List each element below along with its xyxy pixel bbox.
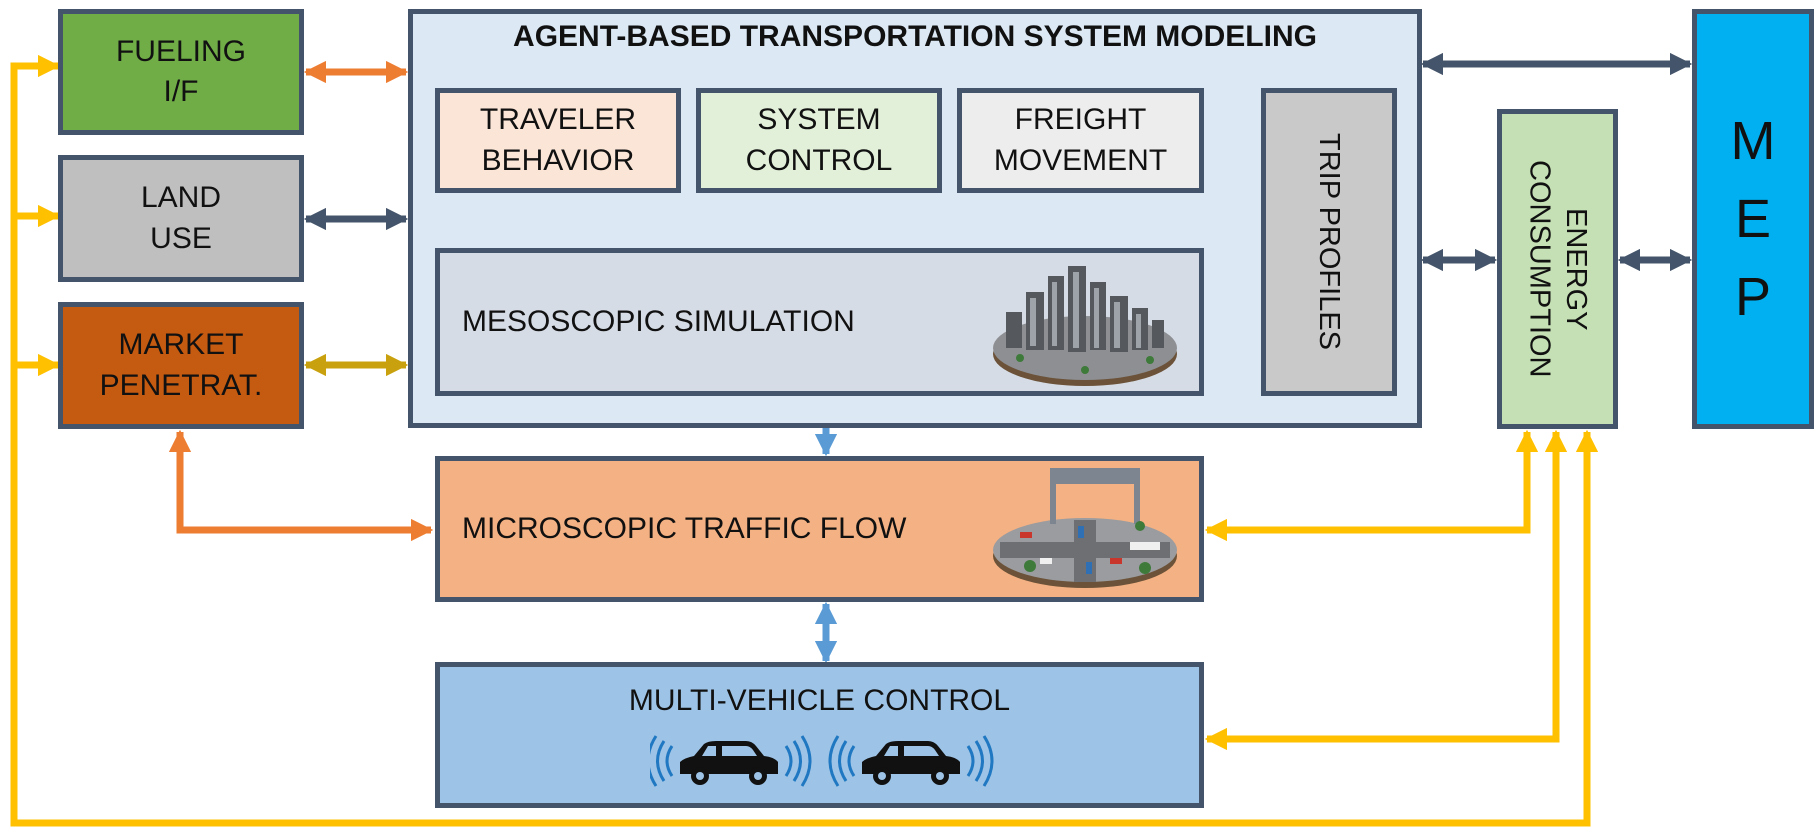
mesoscopic-simulation-label: MESOSCOPIC SIMULATION — [462, 304, 855, 338]
system-control-label: SYSTEM CONTROL — [745, 103, 893, 177]
market-penetration-label: MARKET PENETRAT. — [99, 328, 263, 402]
arrow-energy-multi-vehicle — [1204, 429, 1568, 751]
arrow-energy-micro — [1204, 429, 1539, 542]
multi-vehicle-control-label: MULTI-VEHICLE CONTROL — [628, 684, 1011, 717]
energy-consumption-box: ENERGY CONSUMPTION — [1497, 109, 1618, 429]
trip-profiles-box: TRIP PROFILES — [1261, 88, 1397, 396]
multi-vehicle-control-box: MULTI-VEHICLE CONTROL — [435, 662, 1204, 808]
car-2-icon — [862, 741, 960, 785]
connected-cars-icon — [650, 735, 994, 787]
freight-movement-label: FREIGHT MOVEMENT — [993, 103, 1168, 177]
city-model-image — [993, 266, 1177, 386]
traveler-behavior-box: TRAVELER BEHAVIOR — [435, 88, 681, 193]
mep-label: M E P — [1730, 110, 1776, 328]
abm-title: AGENT-BASED TRANSPORTATION SYSTEM MODELI… — [513, 20, 1317, 53]
trip-profiles-label: TRIP PROFILES — [1313, 133, 1346, 351]
microscopic-traffic-flow-label: MICROSCOPIC TRAFFIC FLOW — [462, 511, 907, 545]
land-use-box: LAND USE — [58, 155, 304, 282]
arrow-market-micro — [168, 429, 434, 542]
land-use-label: LAND USE — [140, 181, 222, 255]
mep-box: M E P — [1692, 9, 1814, 429]
intersection-model-image — [993, 468, 1177, 588]
fueling-if-label: FUELING I/F — [115, 34, 247, 109]
traveler-behavior-label: TRAVELER BEHAVIOR — [479, 103, 637, 177]
energy-consumption-label: ENERGY CONSUMPTION — [1523, 160, 1592, 378]
market-penetration-box: MARKET PENETRAT. — [58, 302, 304, 429]
freight-movement-box: FREIGHT MOVEMENT — [957, 88, 1204, 193]
car-1-icon — [680, 741, 778, 785]
arrow-energy-to-left-boxes-loop — [10, 54, 1599, 827]
fueling-if-box: FUELING I/F — [58, 9, 304, 135]
system-control-box: SYSTEM CONTROL — [696, 88, 942, 193]
